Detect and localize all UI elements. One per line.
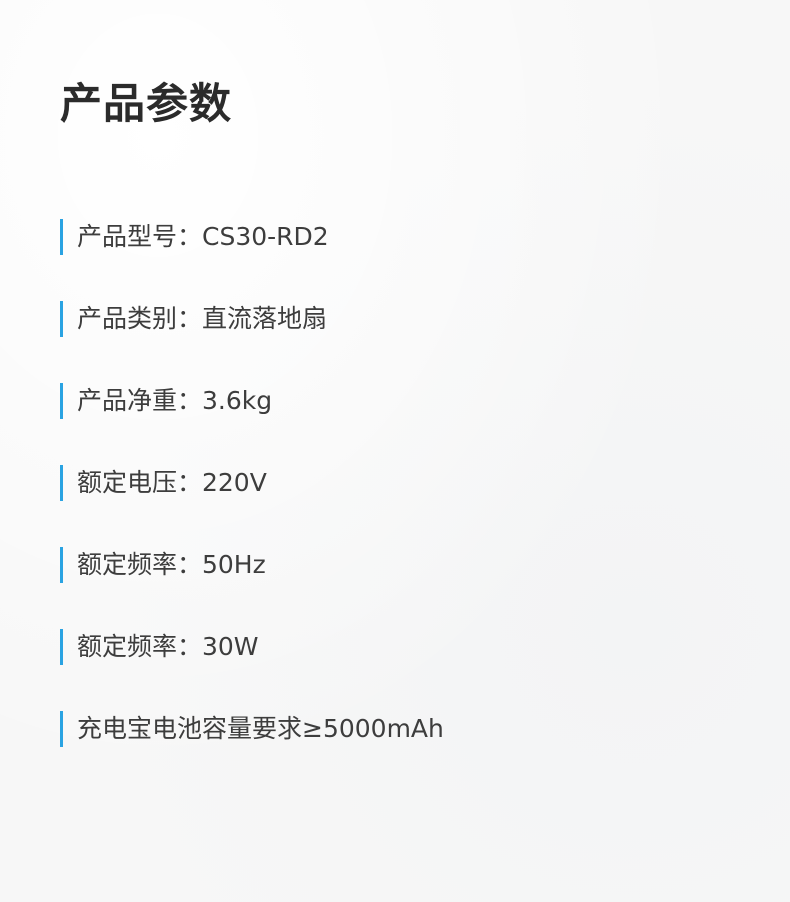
spec-item-rated-frequency: 额定频率：50Hz [60, 546, 760, 584]
spec-accent-bar [60, 301, 63, 337]
spec-item-model: 产品型号：CS30-RD2 [60, 218, 760, 256]
spec-accent-bar [60, 711, 63, 747]
spec-accent-bar [60, 383, 63, 419]
spec-item-net-weight: 产品净重：3.6kg [60, 382, 760, 420]
spec-item-rated-voltage: 额定电压：220V [60, 464, 760, 502]
page-title: 产品参数 [60, 79, 233, 128]
spec-text: 产品型号：CS30-RD2 [77, 222, 329, 251]
spec-item-power-bank: 充电宝电池容量要求≥5000mAh [60, 710, 760, 748]
spec-accent-bar [60, 547, 63, 583]
spec-item-rated-power: 额定频率：30W [60, 628, 760, 666]
spec-accent-bar [60, 465, 63, 501]
spec-text: 额定频率：50Hz [77, 550, 266, 579]
spec-text: 产品类别：直流落地扇 [77, 304, 328, 333]
spec-text: 额定电压：220V [77, 468, 267, 497]
spec-accent-bar [60, 219, 63, 255]
spec-accent-bar [60, 629, 63, 665]
spec-text: 额定频率：30W [77, 632, 259, 661]
spec-text: 产品净重：3.6kg [77, 386, 273, 415]
spec-text: 充电宝电池容量要求≥5000mAh [77, 714, 444, 743]
spec-item-category: 产品类别：直流落地扇 [60, 300, 760, 338]
spec-list: 产品型号：CS30-RD2 产品类别：直流落地扇 产品净重：3.6kg 额定电压… [60, 218, 760, 792]
